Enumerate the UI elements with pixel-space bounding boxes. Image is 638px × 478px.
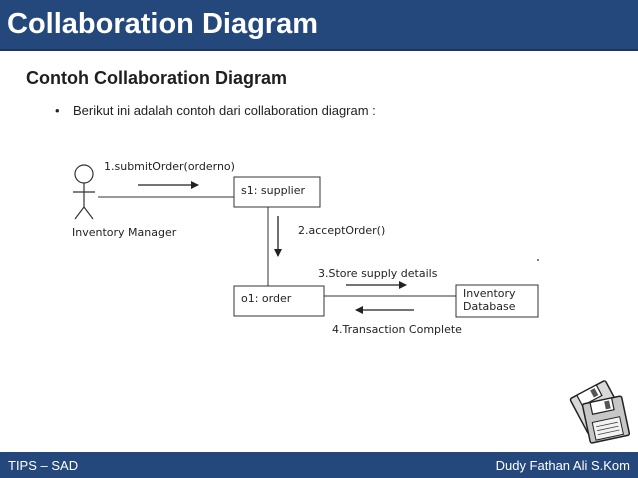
bullet-text: Berikut ini adalah contoh dari collabora… — [73, 103, 376, 118]
actor-label: Inventory Manager — [72, 226, 177, 239]
object-order-label: o1: order — [241, 292, 292, 305]
actor-icon — [73, 164, 95, 220]
stray-dot — [537, 259, 539, 261]
object-database-label-line1: Inventory — [463, 287, 516, 300]
object-order-box — [233, 285, 325, 317]
collaboration-diagram: Inventory Manager 1.submitOrder(orderno)… — [72, 160, 539, 336]
footer-author-label: Dudy Fathan Ali S.Kom — [495, 458, 630, 473]
bullet-item: • Berikut ini adalah contoh dari collabor… — [55, 103, 376, 118]
message-2-label: 2.acceptOrder() — [298, 224, 385, 237]
message-3-label: 3.Store supply details — [318, 267, 438, 280]
slide-title: Collaboration Diagram — [7, 8, 318, 40]
footer-course-label: TIPS – SAD — [8, 458, 79, 473]
message-4-label: 4.Transaction Complete — [332, 323, 462, 336]
footer-bar: TIPS – SAD Dudy Fathan Ali S.Kom — [0, 452, 638, 478]
title-bar: Collaboration Diagram — [0, 0, 638, 51]
object-database-box — [455, 284, 539, 318]
slide-subtitle: Contoh Collaboration Diagram — [26, 68, 287, 88]
floppy-disks-icon — [569, 380, 631, 444]
object-supplier-label: s1: supplier — [241, 184, 305, 197]
bullet-dot-icon: • — [55, 103, 60, 118]
object-supplier-box — [233, 176, 321, 208]
message-1-label: 1.submitOrder(orderno) — [104, 160, 235, 173]
object-database-label-line2: Database — [463, 300, 516, 313]
